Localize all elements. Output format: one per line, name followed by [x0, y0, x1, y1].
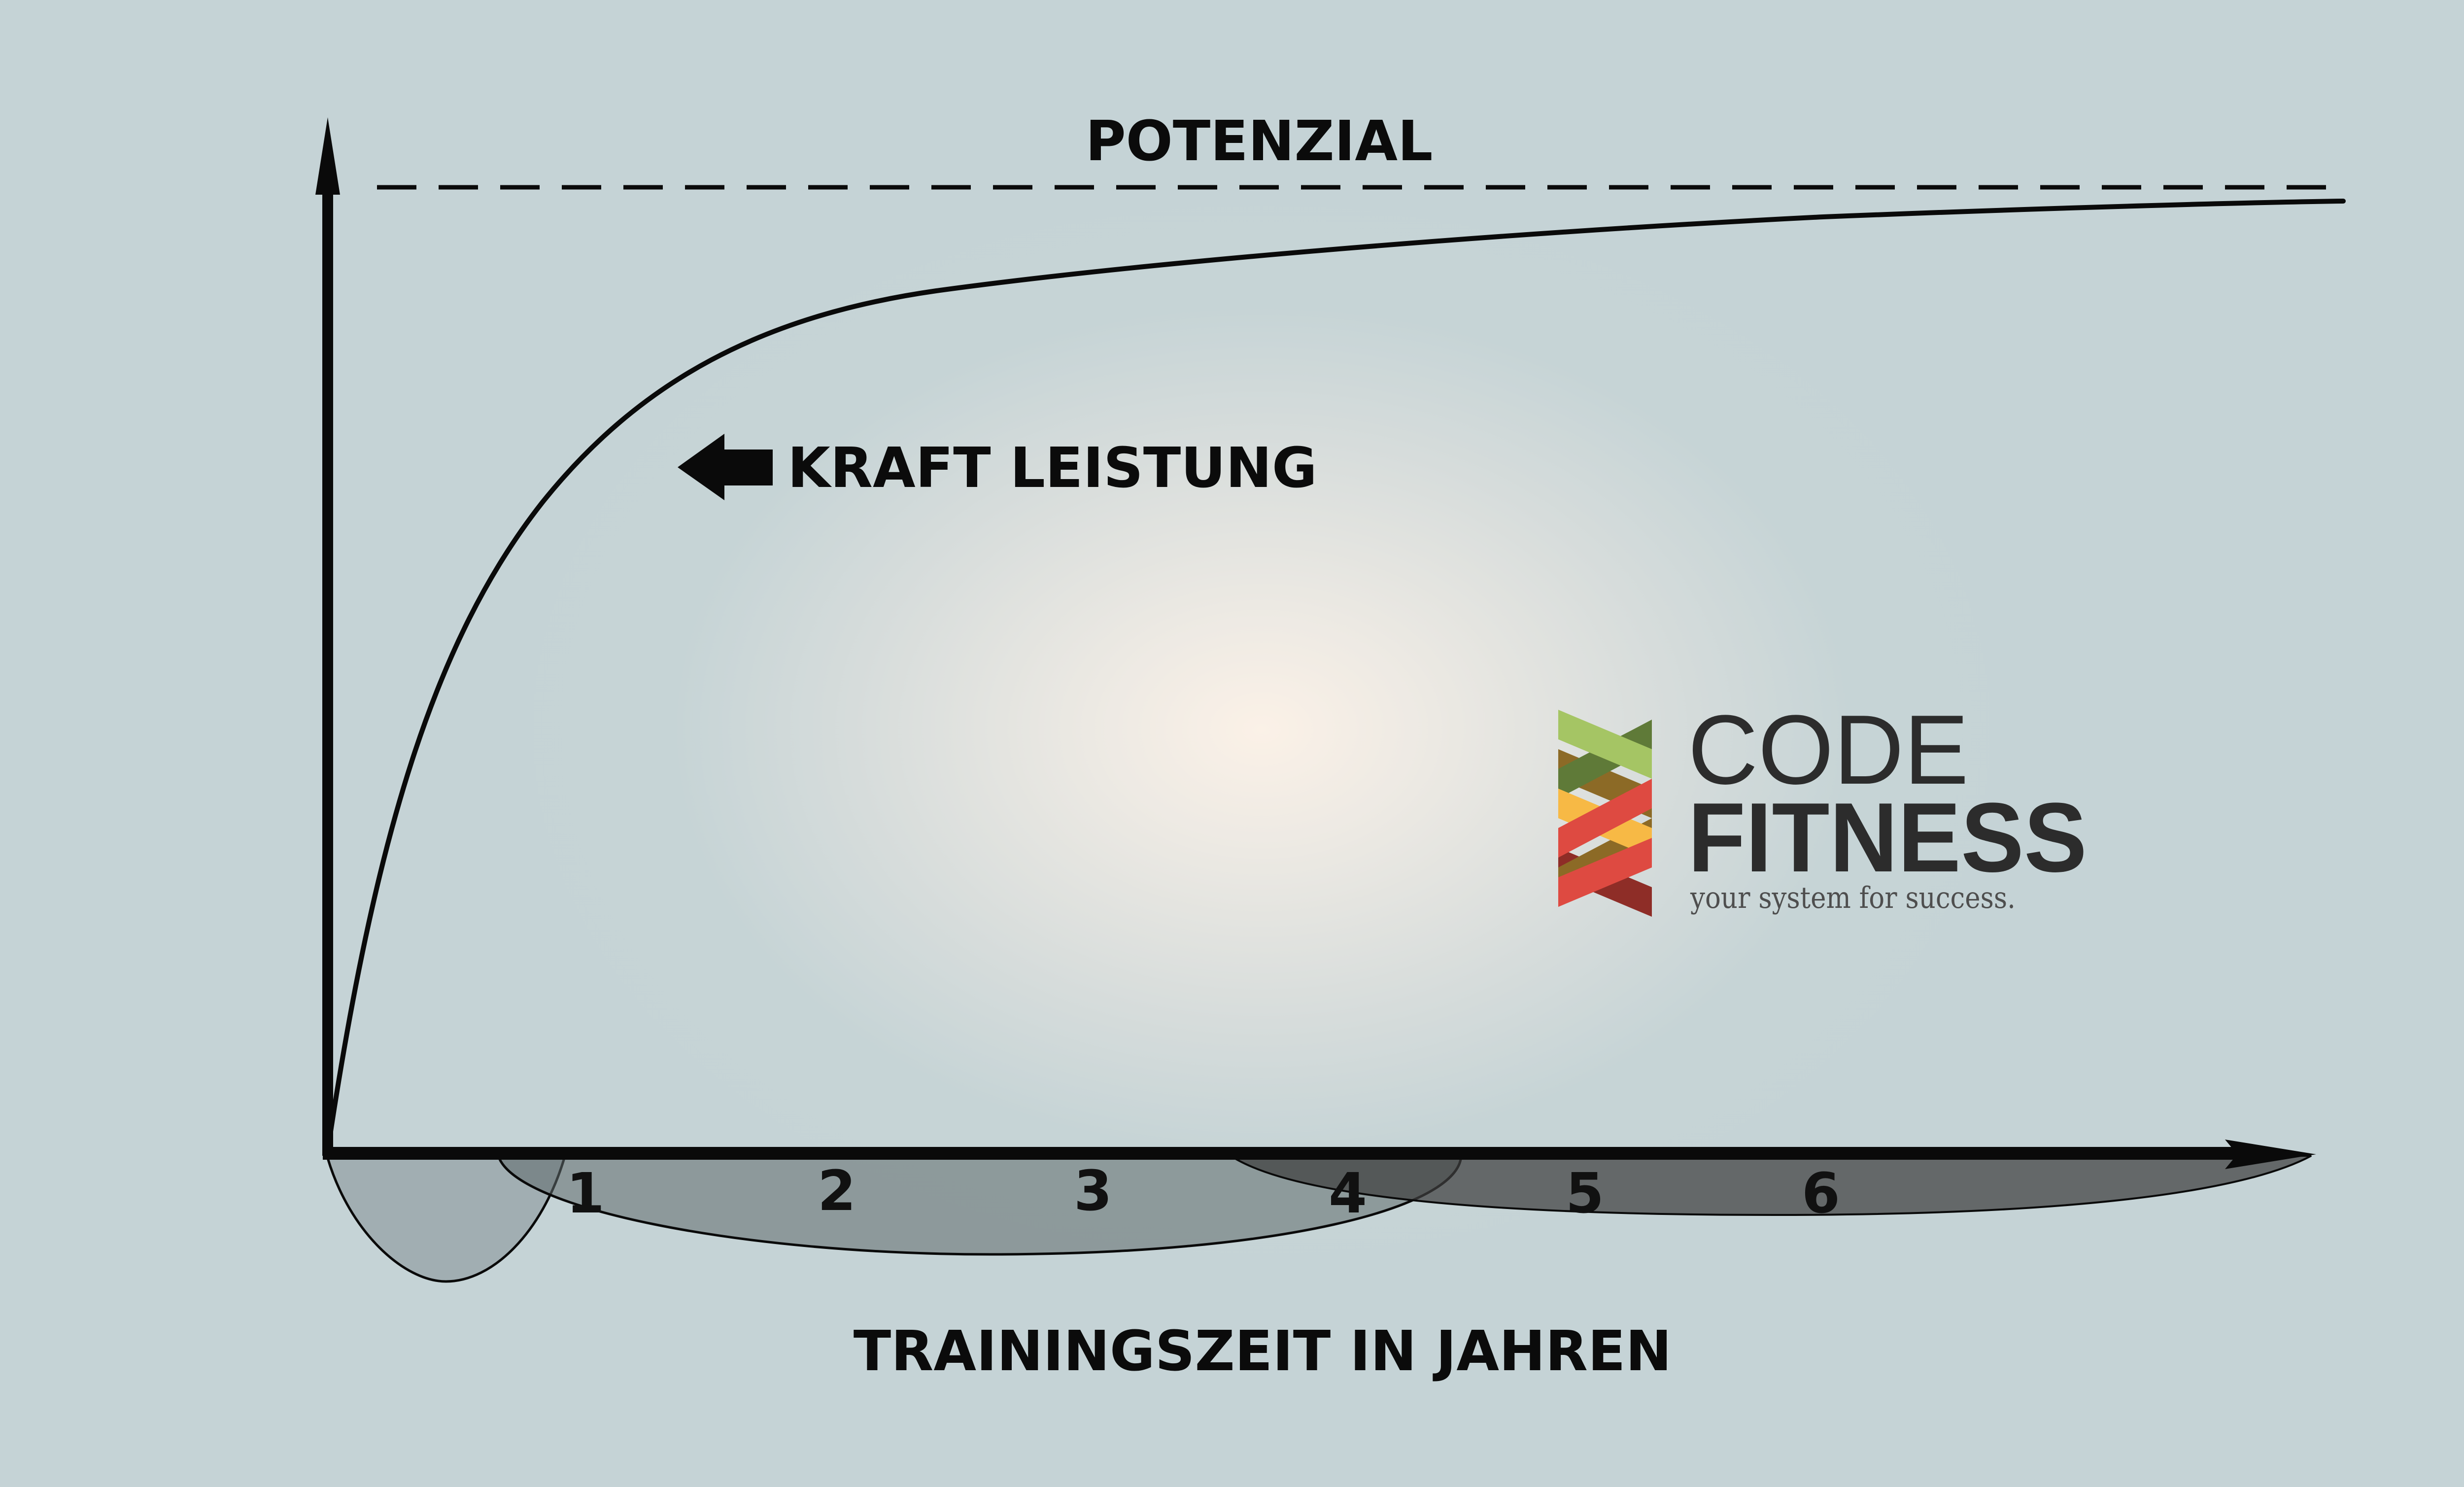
x-tick-6: 6 — [1802, 1162, 1840, 1226]
code-fitness-logo: CODE FITNESS your system for success. — [1558, 695, 2087, 917]
performance-label: KRAFT LEISTUNG — [787, 436, 1317, 500]
x-tick-4: 4 — [1329, 1162, 1367, 1226]
x-tick-5: 5 — [1566, 1162, 1604, 1226]
logo-word-fitness: FITNESS — [1688, 783, 2087, 893]
x-axis-arrowhead — [2225, 1140, 2316, 1169]
logo-word-code: CODE — [1688, 695, 1969, 805]
phase-blob-early — [326, 1157, 566, 1283]
potential-label: POTENZIAL — [1086, 109, 1433, 173]
x-axis-title: TRAININGSZEIT IN JAHREN — [854, 1319, 1672, 1383]
y-axis-arrowhead — [315, 117, 340, 195]
left-arrow-icon — [678, 434, 773, 500]
x-tick-3: 3 — [1074, 1159, 1112, 1223]
dna-helix-icon — [1558, 710, 1652, 917]
x-tick-1: 1 — [566, 1162, 605, 1226]
logo-tagline: your system for success. — [1690, 881, 2016, 915]
phase-blob-late — [1224, 1152, 2312, 1216]
x-tick-2: 2 — [818, 1159, 856, 1223]
strength-curve — [325, 199, 2346, 1153]
